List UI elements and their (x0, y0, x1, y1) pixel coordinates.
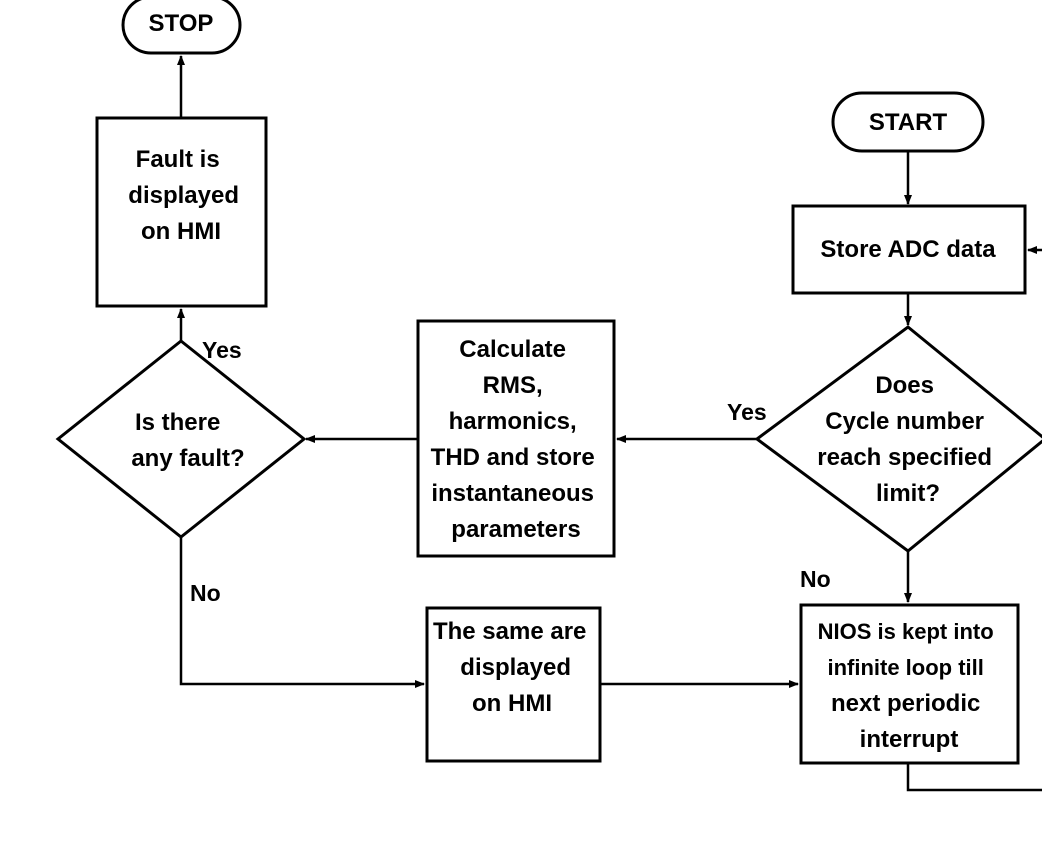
is-fault-decision (55, 339, 307, 539)
nios-loop-box (799, 603, 1020, 765)
cycle-limit-decision (754, 325, 1042, 553)
fault-displayed-label: Fault is displayed on HMI (128, 146, 245, 245)
stop-label: STOP (149, 10, 214, 37)
shapes (55, 0, 1042, 765)
node-texts: STOP START Fault is displayed on HMI Sto… (128, 10, 1001, 753)
fault-displayed-box (95, 116, 268, 308)
is-fault-label: Is there any fault? (131, 409, 244, 472)
same-displayed-box (425, 606, 602, 763)
fault-no-label: No (190, 580, 221, 606)
cycle-limit-label: Does Cycle number reach specified limit? (817, 372, 998, 507)
start-label: START (869, 109, 948, 136)
arrow-isfault-no-to-same (179, 537, 425, 688)
calculate-label: Calculate RMS, harmonics, THD and store … (431, 336, 602, 543)
calculate-box (416, 319, 616, 558)
connectors (177, 55, 1042, 792)
cycle-yes-label: Yes (727, 399, 767, 425)
nios-loop-label: NIOS is kept into infinite loop till nex… (818, 618, 1001, 753)
stop-terminal (121, 0, 242, 55)
loop-back-line (906, 763, 1042, 792)
start-terminal (831, 91, 985, 153)
store-adc-label: Store ADC data (820, 236, 996, 263)
store-adc-box (791, 204, 1027, 295)
fault-yes-label: Yes (202, 337, 242, 363)
edge-labels: Yes No Yes No (190, 337, 831, 606)
cycle-no-label: No (800, 566, 831, 592)
same-displayed-label: The same are displayed on HMI (433, 618, 593, 717)
